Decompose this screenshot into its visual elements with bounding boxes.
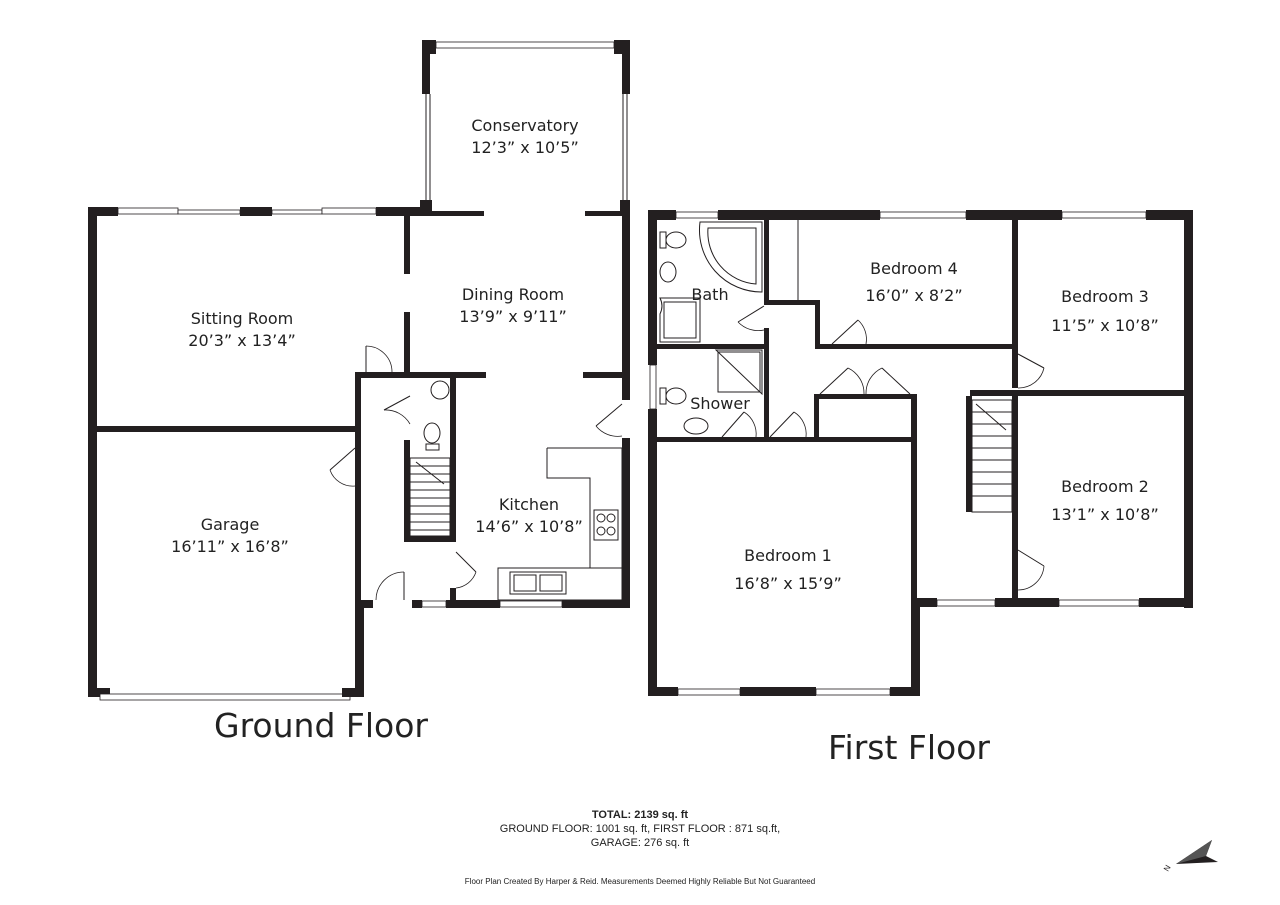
floor-areas: GROUND FLOOR: 1001 sq. ft, FIRST FLOOR :… xyxy=(500,823,780,835)
shower-fixtures xyxy=(659,349,763,435)
first-floor-title: First Floor xyxy=(828,728,990,767)
garage-label: Garage xyxy=(201,515,260,534)
bath-fixtures xyxy=(659,221,763,343)
first-outer-walls xyxy=(648,210,1193,696)
sitting-room-label: Sitting Room xyxy=(191,309,294,328)
bedroom-4-label: Bedroom 4 xyxy=(870,259,958,278)
kitchen-fittings xyxy=(497,447,623,601)
kitchen-label: Kitchen xyxy=(499,495,559,514)
garage-size: 16’11” x 16’8” xyxy=(171,537,289,556)
ground-floor-title: Ground Floor xyxy=(214,706,428,745)
bedroom-3-size: 11’5” x 10’8” xyxy=(1051,316,1158,335)
sitting-room-size: 20’3” x 13’4” xyxy=(188,331,295,350)
shower-label: Shower xyxy=(690,394,750,413)
ground-wc-fixtures xyxy=(423,380,450,451)
first-floor-plan: Bath Shower Bedroom 4 16’0” x 8’2” Bedro… xyxy=(648,210,1193,767)
bedroom-4-size: 16’0” x 8’2” xyxy=(865,286,962,305)
disclaimer: Floor Plan Created By Harper & Reid. Mea… xyxy=(465,877,815,886)
ground-outer-walls xyxy=(88,200,630,701)
north-label: N xyxy=(1162,863,1173,873)
ground-floor-plan: Conservatory 12’3” x 10’5” Dining Room 1… xyxy=(88,40,630,745)
area-totals: TOTAL: 2139 sq. ft GROUND FLOOR: 1001 sq… xyxy=(500,809,780,849)
north-arrow-icon: N xyxy=(1162,840,1218,873)
first-interior-walls xyxy=(657,220,1193,606)
bedroom-1-label: Bedroom 1 xyxy=(744,546,832,565)
bath-label: Bath xyxy=(691,285,728,304)
conservatory-structure xyxy=(422,40,630,205)
bedroom-2-size: 13’1” x 10’8” xyxy=(1051,505,1158,524)
kitchen-size: 14’6” x 10’8” xyxy=(475,517,582,536)
dining-room-size: 13’9” x 9’11” xyxy=(459,307,566,326)
bedroom-3-label: Bedroom 3 xyxy=(1061,287,1149,306)
conservatory-size: 12’3” x 10’5” xyxy=(471,138,578,157)
ground-stairs xyxy=(409,457,451,537)
total-area: TOTAL: 2139 sq. ft xyxy=(592,809,689,821)
dining-room-label: Dining Room xyxy=(462,285,564,304)
conservatory-label: Conservatory xyxy=(471,116,578,135)
bedroom-2-label: Bedroom 2 xyxy=(1061,477,1149,496)
bedroom-1-size: 16’8” x 15’9” xyxy=(734,574,841,593)
ground-interior-walls xyxy=(97,216,630,608)
first-doors xyxy=(721,305,1045,591)
garage-area: GARAGE: 276 sq. ft xyxy=(591,837,689,849)
ground-doors xyxy=(329,345,623,601)
first-stairs xyxy=(966,396,1013,513)
